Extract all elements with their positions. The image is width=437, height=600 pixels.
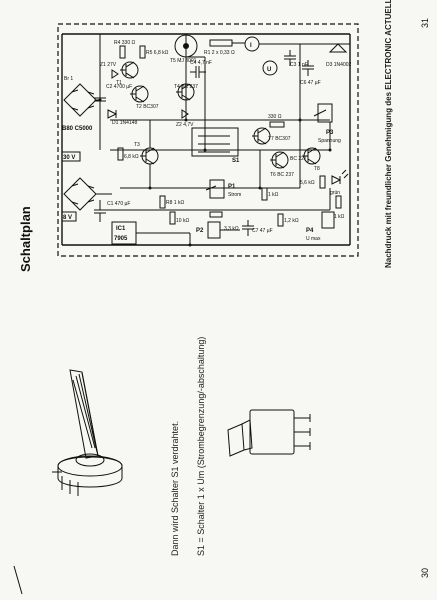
label-c2: C2 4700 µF [106, 84, 132, 90]
label-c1: C1 470 µF [107, 201, 130, 207]
label-t1: T1 [116, 80, 122, 86]
board-outline [57, 23, 359, 257]
resistor-r8: R8 1 kΩ [159, 195, 184, 209]
label-t6-type: BC 227 [290, 156, 307, 162]
potentiometer-p4: P4 U max [306, 211, 335, 242]
label-r5: R5 6,8 kΩ [146, 50, 169, 56]
junction-dots [98, 98, 332, 247]
zener-z1: Z1 27V [100, 62, 119, 79]
label-r9: 6,8 kΩ [124, 154, 139, 160]
resistor-r13: 5,6 kΩ [300, 175, 326, 189]
rail-inner [100, 119, 330, 211]
toggle-switch-illustration [227, 409, 311, 457]
label-t7: T7 BC307 [268, 136, 291, 142]
transistor-t2: T2 BC307 [130, 85, 159, 110]
svg-text:U: U [267, 67, 271, 73]
wiring [96, 34, 350, 245]
label-7905: 7905 [114, 236, 128, 242]
potentiometer-illustration [52, 369, 123, 496]
label-r8: R8 1 kΩ [166, 200, 184, 206]
label-br1: Br 1 [64, 76, 73, 82]
label-p1: P1 [228, 184, 236, 190]
stray-mark [13, 565, 23, 595]
label-t2: T2 BC307 [136, 104, 159, 110]
capacitor-c3: C3 1 nF [284, 50, 308, 68]
label-r7: 10 kΩ [176, 218, 189, 224]
label-30v: 30 V [63, 155, 75, 161]
capacitor-c2: C2 4700 µF [94, 84, 132, 112]
label-p4-umax: U max [306, 236, 321, 242]
label-b80: B80 C5000 [62, 126, 93, 132]
switch-s1: S1 [191, 127, 240, 164]
label-c4: C4 4,7 nF [190, 60, 212, 66]
resistor-r1: R1 2 x 0,33 Ω [204, 39, 235, 56]
label-c3: C3 1 nF [290, 62, 308, 68]
transistor-t7: T7 BC307 [252, 127, 291, 145]
label-c6: C6 47 µF [300, 80, 321, 86]
capacitor-c6: C6 47 µF [300, 60, 321, 86]
label-led: grün [330, 190, 340, 196]
bridge-rectifier-2: 8 V [61, 177, 97, 222]
resistor-r10: 330 Ω [268, 114, 285, 128]
capacitor-c7: C7 47 µF [242, 220, 273, 236]
label-s1: S1 [232, 158, 240, 164]
label-8v: 8 V [63, 215, 72, 221]
label-r11: 1 kΩ [268, 192, 279, 198]
potentiometer-p1: P1 Strom [205, 179, 241, 199]
zener-z2: Z2 4,7V [176, 109, 194, 128]
current-meter: I [244, 36, 260, 52]
capacitor-c1: C1 470 µF [94, 200, 130, 222]
bridge-rectifier-1: Br 1 B80 C5000 30 V [61, 76, 97, 162]
label-r14: 1 kΩ [334, 214, 345, 220]
label-r15: 3,3 kΩ [224, 226, 239, 232]
transistor-t6: T6 BC 237 BC 227 [270, 151, 307, 178]
label-d3: D3 1N4002 [326, 62, 352, 68]
transistor-t8: T8 [302, 147, 321, 172]
resistor-r4: R4 330 Ω [114, 40, 136, 59]
transistor-t3: T3 [134, 142, 159, 165]
led-d2: grün [330, 169, 349, 196]
label-r13: 5,6 kΩ [300, 180, 315, 186]
label-t6: T6 BC 237 [270, 172, 294, 178]
resistor-r5: R5 6,8 kΩ [139, 45, 169, 59]
label-t3: T3 [134, 142, 140, 148]
label-t8: T8 [314, 166, 320, 172]
label-r4: R4 330 Ω [114, 40, 136, 46]
label-d1: D1 1N4148 [112, 120, 138, 126]
label-z2: Z2 4,7V [176, 122, 194, 128]
potentiometer-p3: P3 Spannung [313, 103, 341, 144]
ic1-regulator: IC1 7905 [111, 221, 137, 245]
label-r1: R1 2 x 0,33 Ω [204, 50, 235, 56]
diode-d3: D3 1N4002 [326, 43, 352, 68]
voltage-meter: U [262, 60, 278, 76]
capacitor-c4: C4 4,7 nF [190, 60, 212, 78]
label-p1-strom: Strom [228, 192, 241, 198]
label-p2: P2 [196, 228, 204, 234]
label-r10: 330 Ω [268, 114, 282, 120]
label-c7: C7 47 µF [252, 228, 273, 234]
potentiometer-p2: P2 [196, 221, 221, 239]
resistor-r15: 3,3 kΩ [209, 211, 239, 232]
resistor-r7: 10 kΩ [169, 211, 189, 225]
diode-d1: D1 1N4148 [107, 109, 138, 126]
label-p4: P4 [306, 228, 314, 234]
transistor-t1: T1 [116, 61, 139, 86]
resistor-r12: 1,2 kΩ [277, 213, 299, 227]
rail-outer [61, 33, 351, 246]
label-z1: Z1 27V [100, 62, 117, 68]
label-r12: 1,2 kΩ [284, 218, 299, 224]
label-t5: T5 MJ 3001 [170, 58, 197, 64]
resistor-r14: 1 kΩ [334, 195, 345, 220]
label-ic1: IC1 [116, 226, 126, 232]
resistor-r9: 6,8 kΩ [117, 147, 139, 161]
svg-text:I: I [250, 43, 252, 49]
resistor-r11: 1 kΩ [261, 187, 279, 201]
